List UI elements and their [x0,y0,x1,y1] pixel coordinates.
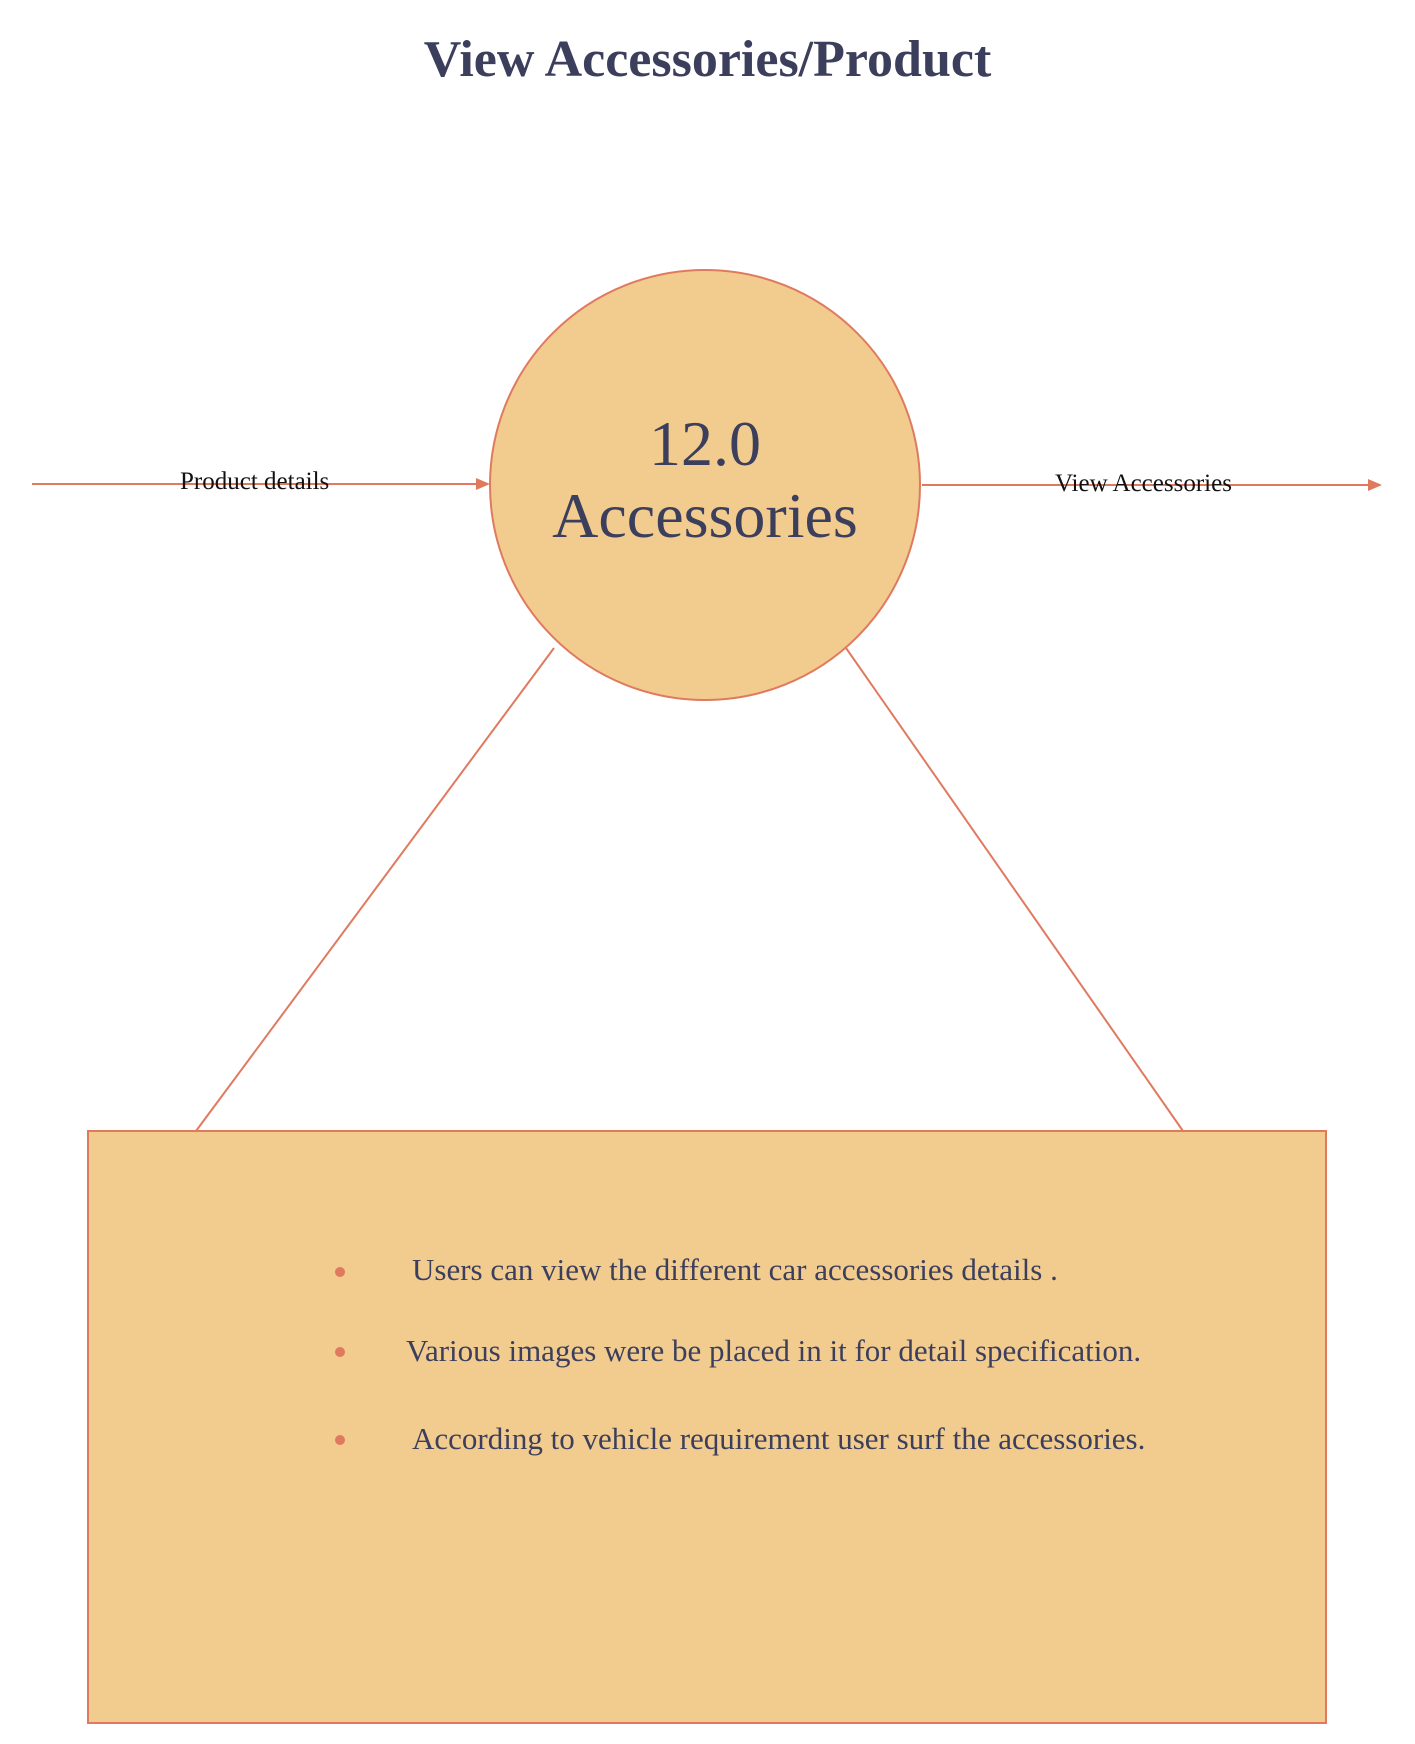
right-connector-line [845,647,1184,1132]
process-name: Accessories [552,480,858,551]
note-item: Various images were be placed in it for … [406,1333,1142,1368]
page-title: View Accessories/Product [423,31,992,88]
process-number: 12.0 [649,408,761,479]
bullet-icon [335,1267,345,1277]
note-item: Users can view the different car accesso… [412,1252,1058,1287]
bullet-icon [335,1347,345,1357]
note-item: According to vehicle requirement user su… [412,1421,1146,1456]
output-flow-label: View Accessories [1055,470,1232,497]
bullet-icon [335,1435,345,1445]
process-circle [489,269,921,701]
input-flow-label: Product details [180,468,330,495]
notes-box [87,1130,1327,1724]
process-node: 12.0 Accessories [490,265,920,695]
left-connector-line [195,647,555,1132]
